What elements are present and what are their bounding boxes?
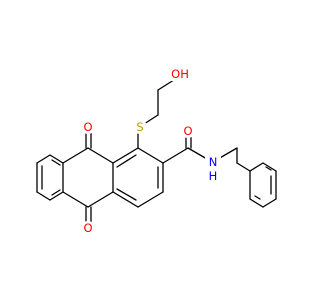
amide-nitrogen: N H [205, 155, 221, 183]
bond [62, 147, 89, 164]
bond [112, 191, 139, 208]
ketone-oxygen-bottom: O [81, 221, 95, 235]
bond [112, 147, 139, 164]
bond [137, 191, 164, 208]
atom-label-s: S [136, 120, 143, 134]
atom-label-o-top: O [83, 120, 92, 134]
bond [36, 154, 51, 164]
bond [143, 114, 159, 125]
bond [49, 154, 64, 164]
bond [262, 162, 277, 172]
hydroxyl-group: OH [170, 67, 190, 81]
bond [137, 147, 164, 164]
bond-double-inner [116, 154, 137, 168]
bond-double-inner [116, 188, 137, 201]
atom-label-o-bottom: O [83, 221, 92, 235]
amide-oxygen: O [181, 124, 195, 138]
bond [249, 198, 264, 208]
bond [217, 147, 238, 160]
bond [36, 191, 51, 201]
sulfur-atom: S [133, 120, 147, 134]
bond [162, 147, 189, 164]
bond [236, 162, 251, 172]
bond-double-inner [265, 166, 272, 171]
bond [62, 191, 89, 208]
bond-lines [36, 77, 277, 224]
bond-double-inner [51, 189, 61, 196]
bond [187, 147, 208, 160]
bond [87, 191, 114, 208]
ketone-oxygen-top: O [81, 120, 95, 134]
bond [262, 198, 277, 208]
bond [87, 147, 114, 164]
atom-labels: O O S OH O N H [81, 67, 221, 235]
bond [249, 162, 264, 172]
atom-label-o-amide: O [183, 124, 192, 138]
bond-double-inner [254, 195, 261, 200]
bond [49, 191, 64, 201]
structure-diagram: O O S OH O N H [36, 67, 277, 235]
atom-label-oh: OH [171, 67, 189, 81]
atom-label-n: N [209, 155, 218, 169]
bond-double-inner [51, 159, 61, 166]
atom-label-nh-h: H [209, 169, 218, 183]
